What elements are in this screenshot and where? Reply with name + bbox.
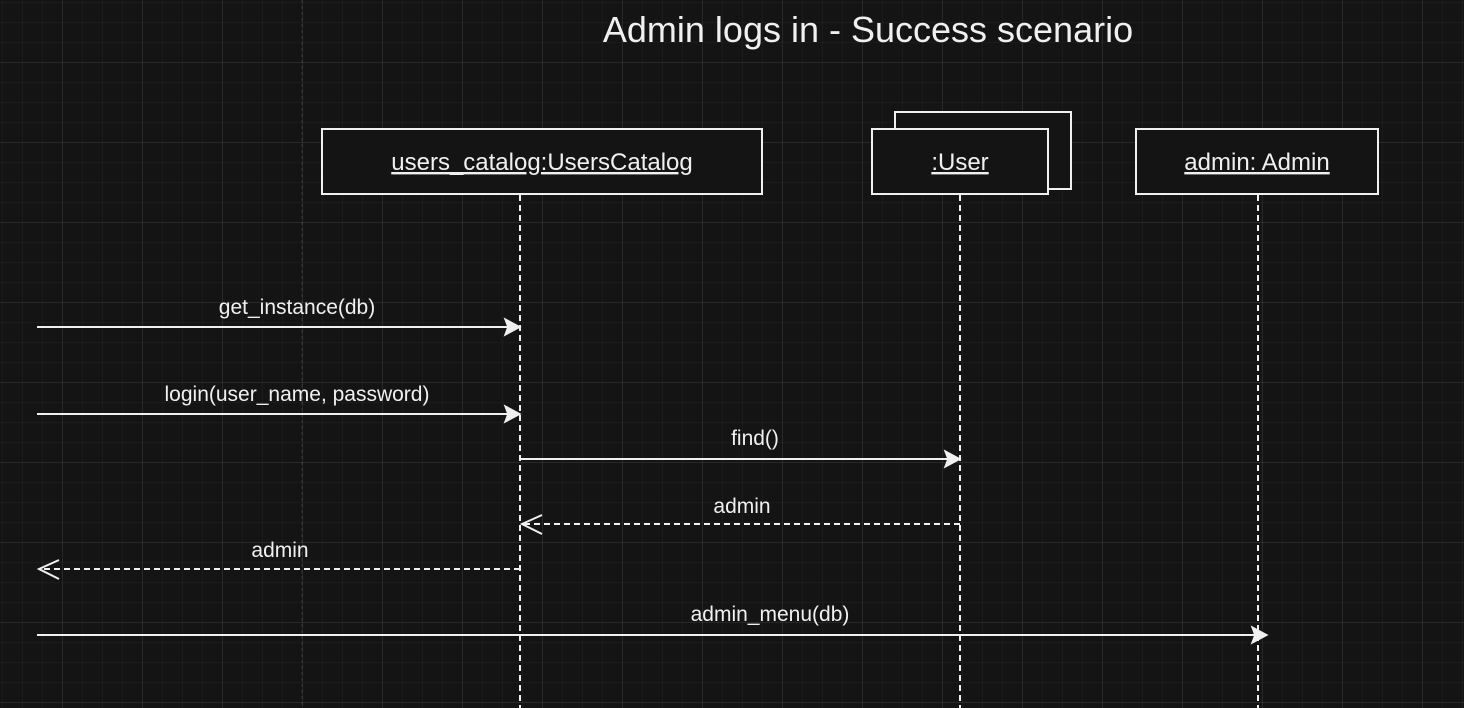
message-reply-admin-to-catalog[interactable]: admin (519, 495, 960, 535)
lifeline-admin[interactable]: admin: Admin (1135, 128, 1379, 708)
message-label-admin-menu: admin_menu(db) (691, 603, 850, 626)
diagram-title: Admin logs in - Success scenario (603, 9, 1133, 50)
message-login[interactable]: login(user_name, password) (37, 383, 522, 424)
open-arrowhead-icon (519, 514, 543, 535)
arrowhead-icon (503, 404, 522, 424)
message-reply-admin-to-caller[interactable]: admin (36, 539, 520, 580)
message-label-get-instance: get_instance(db) (219, 296, 375, 319)
lifeline-label-admin: admin: Admin (1184, 149, 1329, 176)
lifeline-head-admin (1135, 128, 1379, 195)
lifeline-head-user (871, 128, 1049, 195)
lifeline-users-catalog[interactable]: users_catalog:UsersCatalog (321, 128, 763, 708)
message-admin-menu[interactable]: admin_menu(db) (37, 603, 1269, 645)
lifeline-head-users-catalog (321, 128, 763, 195)
message-label-login: login(user_name, password) (165, 383, 430, 406)
message-get-instance[interactable]: get_instance(db) (37, 296, 522, 337)
lifeline-user[interactable]: :User (871, 111, 1072, 708)
arrowhead-icon (943, 449, 962, 469)
open-arrowhead-icon (36, 559, 60, 580)
arrowhead-icon (1250, 625, 1269, 645)
message-label-reply-admin-to-caller: admin (251, 539, 308, 562)
message-label-reply-admin-to-catalog: admin (713, 495, 770, 518)
lifeline-label-users-catalog: users_catalog:UsersCatalog (391, 149, 693, 176)
arrowhead-icon (503, 317, 522, 337)
message-find[interactable]: find() (520, 427, 962, 469)
message-label-find: find() (731, 427, 779, 450)
lifeline-label-user: :User (931, 149, 988, 176)
